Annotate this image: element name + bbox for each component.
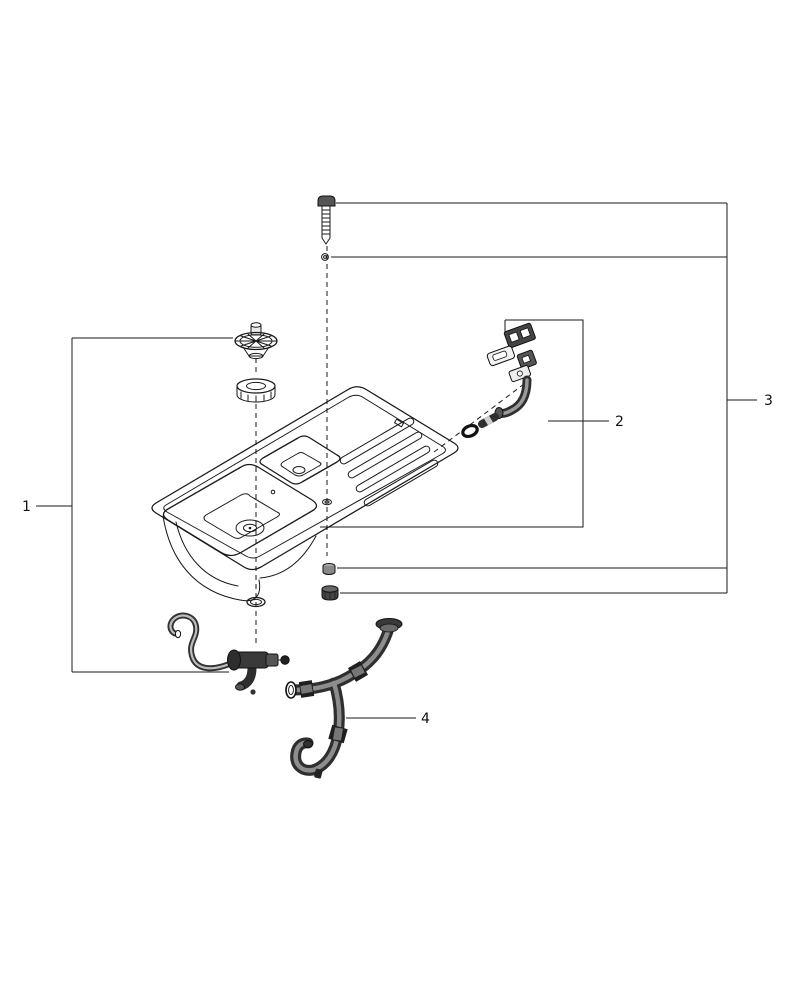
coupling-nut-tee-face [300,684,313,694]
flange-hole [246,381,266,391]
trap-drain-plug [314,768,323,779]
callout-4-label: 4 [421,711,430,727]
part-drain-flange [236,378,276,403]
overflow-clip-hole [519,327,531,339]
part-overflow-elbow [494,375,532,419]
sealing-ring-inner [250,598,262,606]
part-washer [321,253,329,261]
strainer-basket-body [242,346,270,357]
sink [151,386,459,602]
part-screw [317,195,336,245]
part-sealing-ring [246,596,266,608]
washer-inner [323,255,327,259]
hose-open-end [174,629,182,639]
o-ring-body [461,423,479,439]
large-bowl-drain-center [248,526,252,530]
overflow-plate-slot [492,350,508,361]
trap-tube-highlight [293,680,342,773]
callout-4: 4 [346,711,430,727]
callout-2-label: 2 [615,414,624,430]
callout-3: 3 [331,202,773,594]
valve-cap [265,653,279,667]
strainer-slots [234,333,278,349]
small-bowl-drain [292,466,306,474]
drainboard-grooves [339,417,439,507]
part-drain-valve [227,649,290,695]
overflow-slot [394,418,404,428]
groove [363,459,439,507]
screw-head [317,195,336,207]
sink-outer-rim [151,386,459,571]
part-strainer-basket [234,322,278,360]
callout-1: 1 [22,337,233,673]
valve-screw [250,689,256,695]
hose-highlight [169,614,236,670]
pipe-coupling [483,415,494,426]
leader-line-3 [331,202,757,594]
large-bowl-bottom [203,493,280,539]
valve-flange [227,649,241,671]
overflow-washer-hole [516,370,523,377]
overflow-bracket [516,349,537,370]
overflow-bracket-hole [521,354,532,364]
overflow-clip [503,322,536,349]
groove [339,417,415,465]
part-o-ring-small [461,423,479,439]
callout-3-label: 3 [764,393,773,409]
inlet-flange-inner [379,623,399,633]
leader-line-1 [36,337,233,673]
backnut-body [322,566,336,575]
screw-threads [321,209,331,235]
strainer-basket-base [248,352,264,360]
sink-body-underside [162,515,317,602]
sealing-ring-outer [246,596,266,608]
part-overflow-pipe [478,413,499,428]
overflow-clip-hole [508,331,520,343]
coupling-nut-lower-face [333,727,343,741]
coupling-nut-upper-face [351,665,365,678]
tap-hole-inner [324,500,330,504]
overflow-plate [486,345,515,367]
outlet-open-end-inner [288,684,294,696]
cap-ribs [324,591,336,600]
small-bowl-rim [259,435,341,485]
small-bowl-bottom [280,452,322,477]
valve-knob [280,655,290,665]
groove [355,445,431,493]
tap-hole [322,498,332,506]
large-bowl-drain-hole [243,523,257,533]
part-cap [321,585,339,601]
large-bowl-drain [235,519,265,537]
flange-side [236,385,276,396]
brand-mark [270,489,276,495]
overflow-washer-plate [508,365,532,383]
strainer-knob-cap [250,322,262,328]
part-drain-pipe-assembly [285,618,403,779]
cap-top [321,585,339,593]
large-bowl-rim [162,463,318,557]
part-flexible-hose [167,612,237,672]
groove [347,431,423,479]
outlet-open-end [285,681,297,699]
washer-outer [321,253,329,261]
flange-threads [240,391,272,403]
valve-outlet-end [235,683,245,691]
part-overflow-kit [461,322,537,439]
trap-end-cap [303,740,313,748]
part-backnut [322,563,336,575]
callout-1-label: 1 [22,499,31,515]
